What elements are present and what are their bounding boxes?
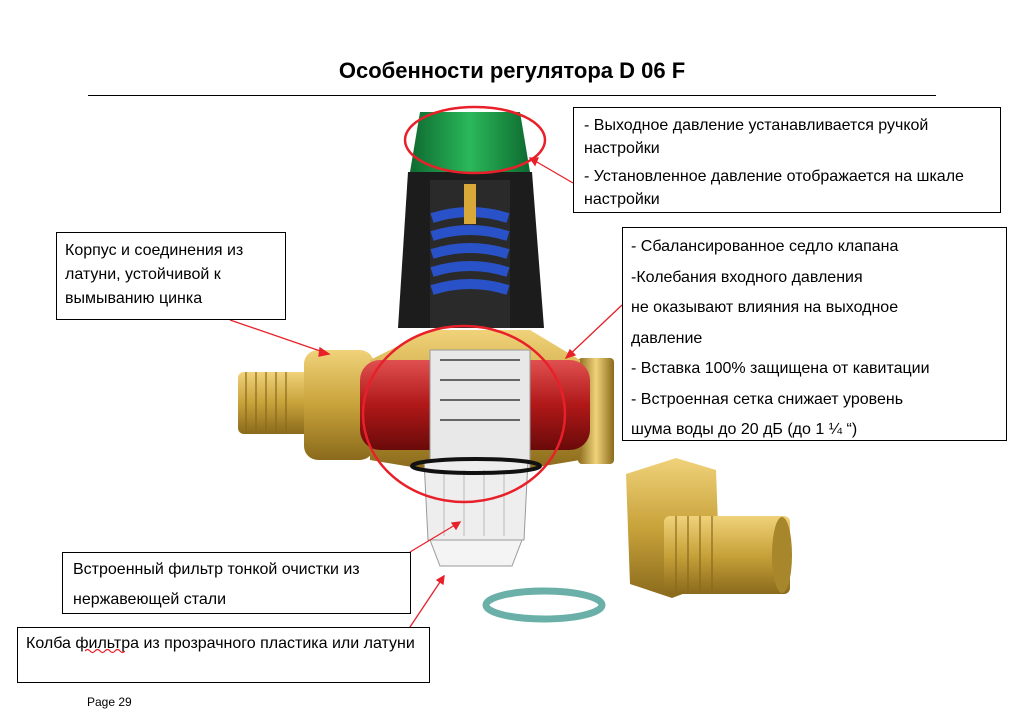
callout-text: Встроенный фильтр тонкой очистки из нерж… bbox=[73, 561, 360, 608]
filter-cage bbox=[410, 457, 542, 567]
loose-union-nut bbox=[626, 458, 792, 598]
callout-text: - Выходное давление устанавливается ручк… bbox=[584, 117, 929, 157]
callout-line: - Вставка 100% защищена от кавитации bbox=[631, 360, 930, 377]
slide-title: Особенности регулятора D 06 F bbox=[338, 58, 686, 83]
callout-text: Корпус и соединения из латуни, устойчиво… bbox=[65, 242, 244, 307]
callout-text: - Установленное давление отображается на… bbox=[584, 168, 964, 208]
page-number: Page 29 bbox=[87, 695, 132, 709]
green-knob bbox=[410, 112, 530, 172]
callout-valve-seat: - Сбалансированное седло клапана -Колеба… bbox=[622, 227, 1007, 441]
callout-filter-bowl: Колба фильтра из прозрачного пластика ил… bbox=[17, 627, 430, 683]
callout-brass-body: Корпус и соединения из латуни, устойчиво… bbox=[56, 232, 286, 320]
callout-line: - Встроенная сетка снижает уровень bbox=[631, 390, 904, 408]
valve-body bbox=[360, 330, 590, 471]
callout-arrows bbox=[229, 157, 623, 631]
title-underline bbox=[88, 95, 936, 96]
callout-pressure-setting: - Выходное давление устанавливается ручк… bbox=[573, 107, 1001, 213]
bonnet bbox=[398, 172, 544, 328]
spellcheck-squiggle bbox=[85, 648, 125, 654]
callout-text: Колба фильтра из прозрачного пластика ил… bbox=[26, 635, 415, 652]
callout-line: шума воды до 20 дБ (до 1 ¼ “) bbox=[631, 421, 858, 438]
callout-line: -Колебания входного давления bbox=[631, 268, 863, 286]
left-connector bbox=[238, 350, 374, 460]
callout-filter: Встроенный фильтр тонкой очистки из нерж… bbox=[62, 552, 411, 614]
seat-highlight bbox=[361, 324, 567, 504]
gasket bbox=[482, 587, 606, 623]
callout-line: не оказывают влияния на выходное bbox=[631, 299, 899, 316]
knob-highlight bbox=[403, 105, 547, 175]
callout-line: - Сбалансированное седло клапана bbox=[631, 238, 899, 255]
callout-line: давление bbox=[631, 329, 703, 347]
